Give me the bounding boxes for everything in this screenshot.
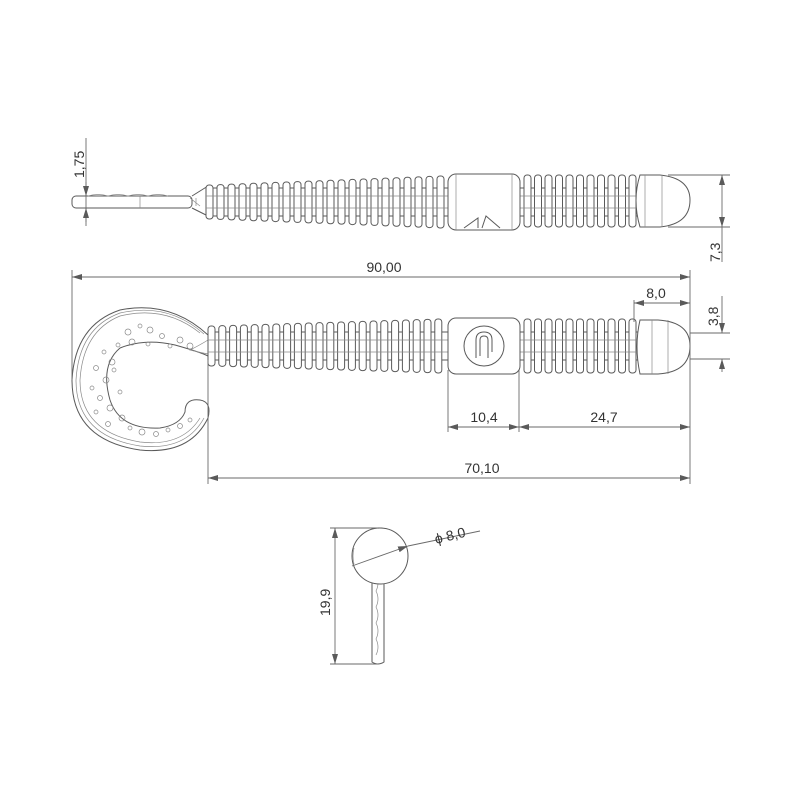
front-view: ϕ 8,0 19,9 xyxy=(317,524,480,664)
top-view: 1,75 7,3 xyxy=(71,138,730,262)
dimension-body-length: 70,10 xyxy=(208,360,690,484)
dim-label-1-75: 1,75 xyxy=(71,151,87,178)
dimension-tail-thickness: 1,75 xyxy=(71,138,87,226)
top-view-band xyxy=(448,174,520,230)
dim-label-19-9: 19,9 xyxy=(317,589,333,616)
side-view-body xyxy=(208,319,640,373)
side-view-band xyxy=(448,318,520,374)
top-view-body xyxy=(206,175,648,228)
dim-label-90-00: 90,00 xyxy=(366,259,401,275)
dim-label-10-4: 10,4 xyxy=(470,409,497,425)
dim-label-3-8: 3,8 xyxy=(705,306,721,326)
side-view: 90,00 8,0 3,8 10,4 24,7 xyxy=(72,259,730,484)
dim-label-8-0: 8,0 xyxy=(646,285,666,301)
dimension-band-and-mid: 10,4 24,7 xyxy=(448,370,690,432)
top-view-tail xyxy=(72,186,208,216)
dim-label-diameter-8-0: ϕ 8,0 xyxy=(433,524,467,547)
dimension-head-offset: 3,8 xyxy=(690,296,730,372)
side-view-curly-tail xyxy=(72,308,209,451)
dim-label-70-10: 70,10 xyxy=(464,460,499,476)
top-view-head xyxy=(636,175,690,227)
side-view-head xyxy=(637,320,690,374)
dimension-head-length: 8,0 xyxy=(634,285,690,322)
dim-label-7-3: 7,3 xyxy=(707,242,723,262)
dim-label-24-7: 24,7 xyxy=(590,409,617,425)
